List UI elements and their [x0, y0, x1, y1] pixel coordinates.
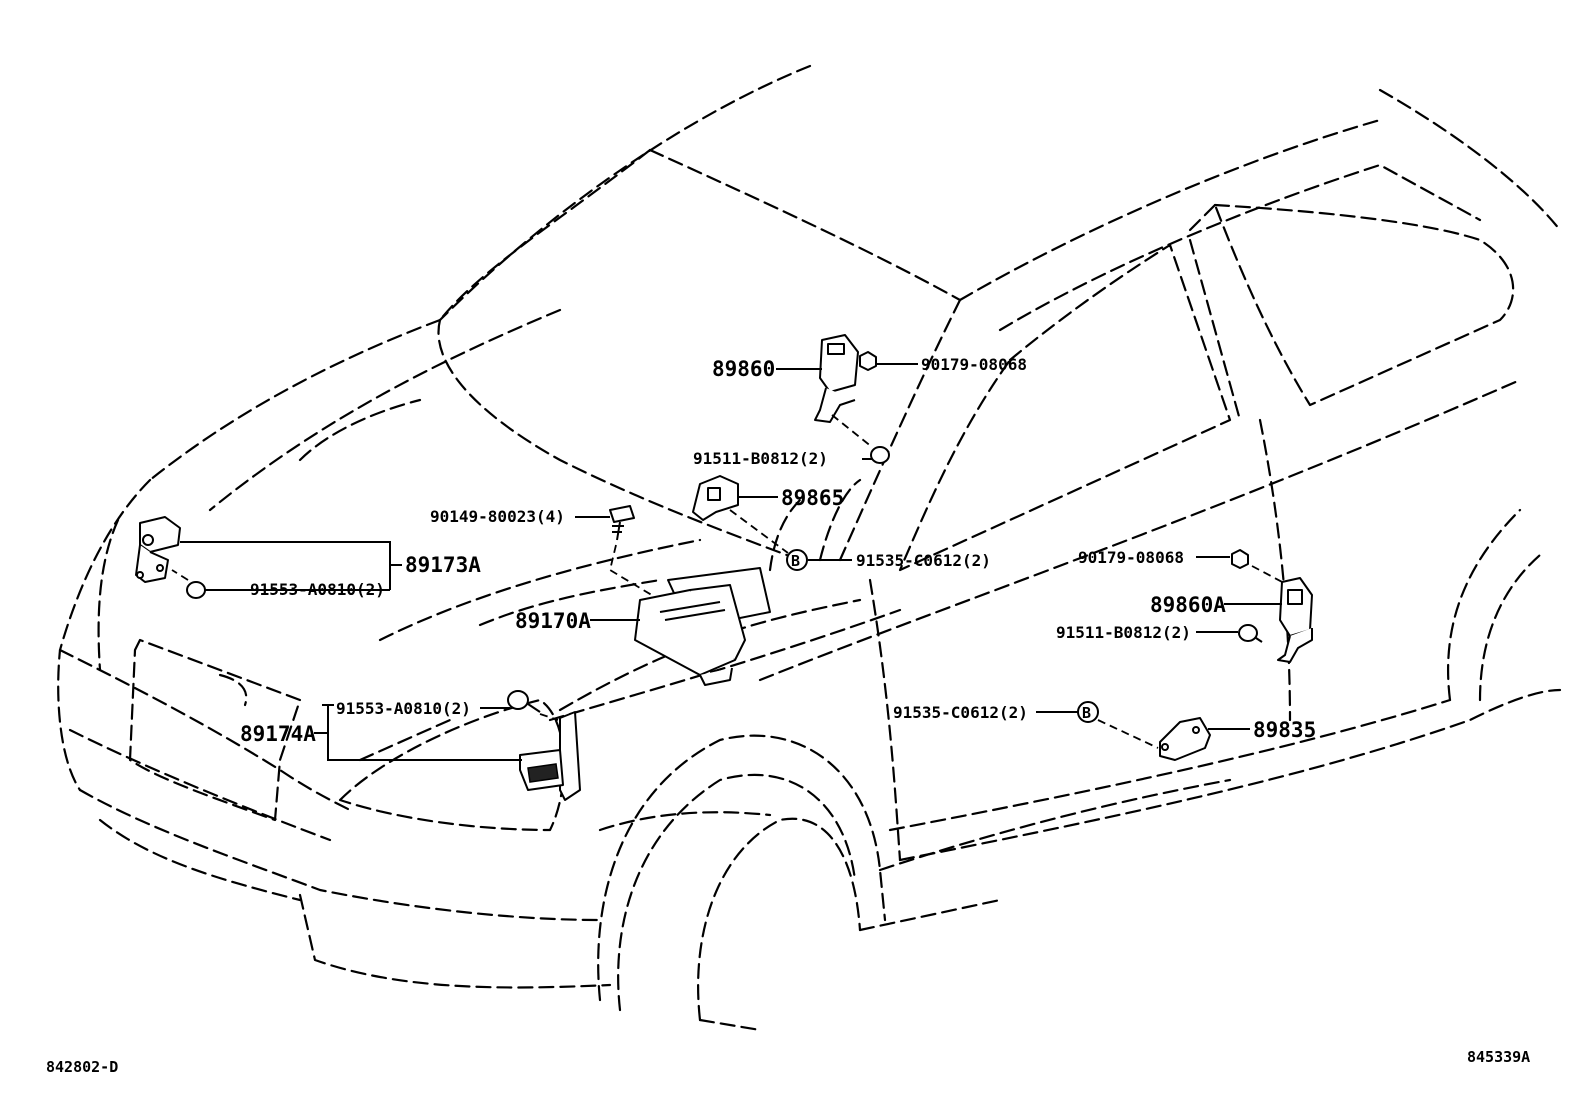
label-91535-c0612-a: 91535-C0612(2)	[856, 551, 991, 570]
label-91511-b0812-b: 91511-B0812(2)	[1056, 623, 1191, 642]
label-90179-08068-a: 90179-08068	[921, 355, 1027, 374]
sensor-89835	[1159, 717, 1211, 761]
clip-91535-a: B	[729, 509, 808, 571]
label-89860A: 89860A	[1150, 593, 1226, 617]
label-89173A: 89173A	[405, 553, 481, 577]
label-91553-a0810-a: 91553-A0810(2)	[250, 580, 385, 599]
sensor-89865	[692, 475, 739, 521]
nut-90179-a	[859, 351, 877, 371]
screw-90149	[608, 505, 661, 601]
label-89835: 89835	[1253, 718, 1316, 742]
vehicle-outline	[57, 64, 1562, 1032]
reference-code-left: 842802-D	[46, 1058, 118, 1076]
clip-91535-b: B	[1077, 701, 1159, 749]
label-91535-c0612-b: 91535-C0612(2)	[893, 703, 1028, 722]
bolt-91553-b	[507, 690, 559, 721]
label-89860: 89860	[712, 357, 775, 381]
part-labels: 89860 90179-08068 91511-B0812(2) 89865 9…	[46, 355, 1530, 1076]
sensor-89860A	[1277, 577, 1313, 663]
label-90149-80023: 90149-80023(4)	[430, 507, 565, 526]
ecu-89170A	[634, 567, 771, 686]
svg-text:B: B	[791, 552, 800, 570]
sensor-89173A	[135, 516, 181, 583]
nut-90179-b	[1231, 549, 1287, 585]
label-89865: 89865	[781, 486, 844, 510]
bolt-91511-b	[1238, 624, 1263, 643]
svg-text:B: B	[1082, 704, 1091, 722]
label-90179-08068-b: 90179-08068	[1078, 548, 1184, 567]
sensor-89860	[814, 334, 859, 423]
reference-code-right: 845339A	[1467, 1048, 1530, 1066]
label-89174A: 89174A	[240, 722, 316, 746]
label-91511-b0812-a: 91511-B0812(2)	[693, 449, 828, 468]
label-91553-a0810-b: 91553-A0810(2)	[336, 699, 471, 718]
sensor-89174A	[519, 711, 581, 801]
label-89170A: 89170A	[515, 609, 591, 633]
bolt-91511-a	[831, 414, 890, 464]
bolt-91553-a	[171, 569, 206, 599]
leader-lines	[180, 363, 1282, 761]
